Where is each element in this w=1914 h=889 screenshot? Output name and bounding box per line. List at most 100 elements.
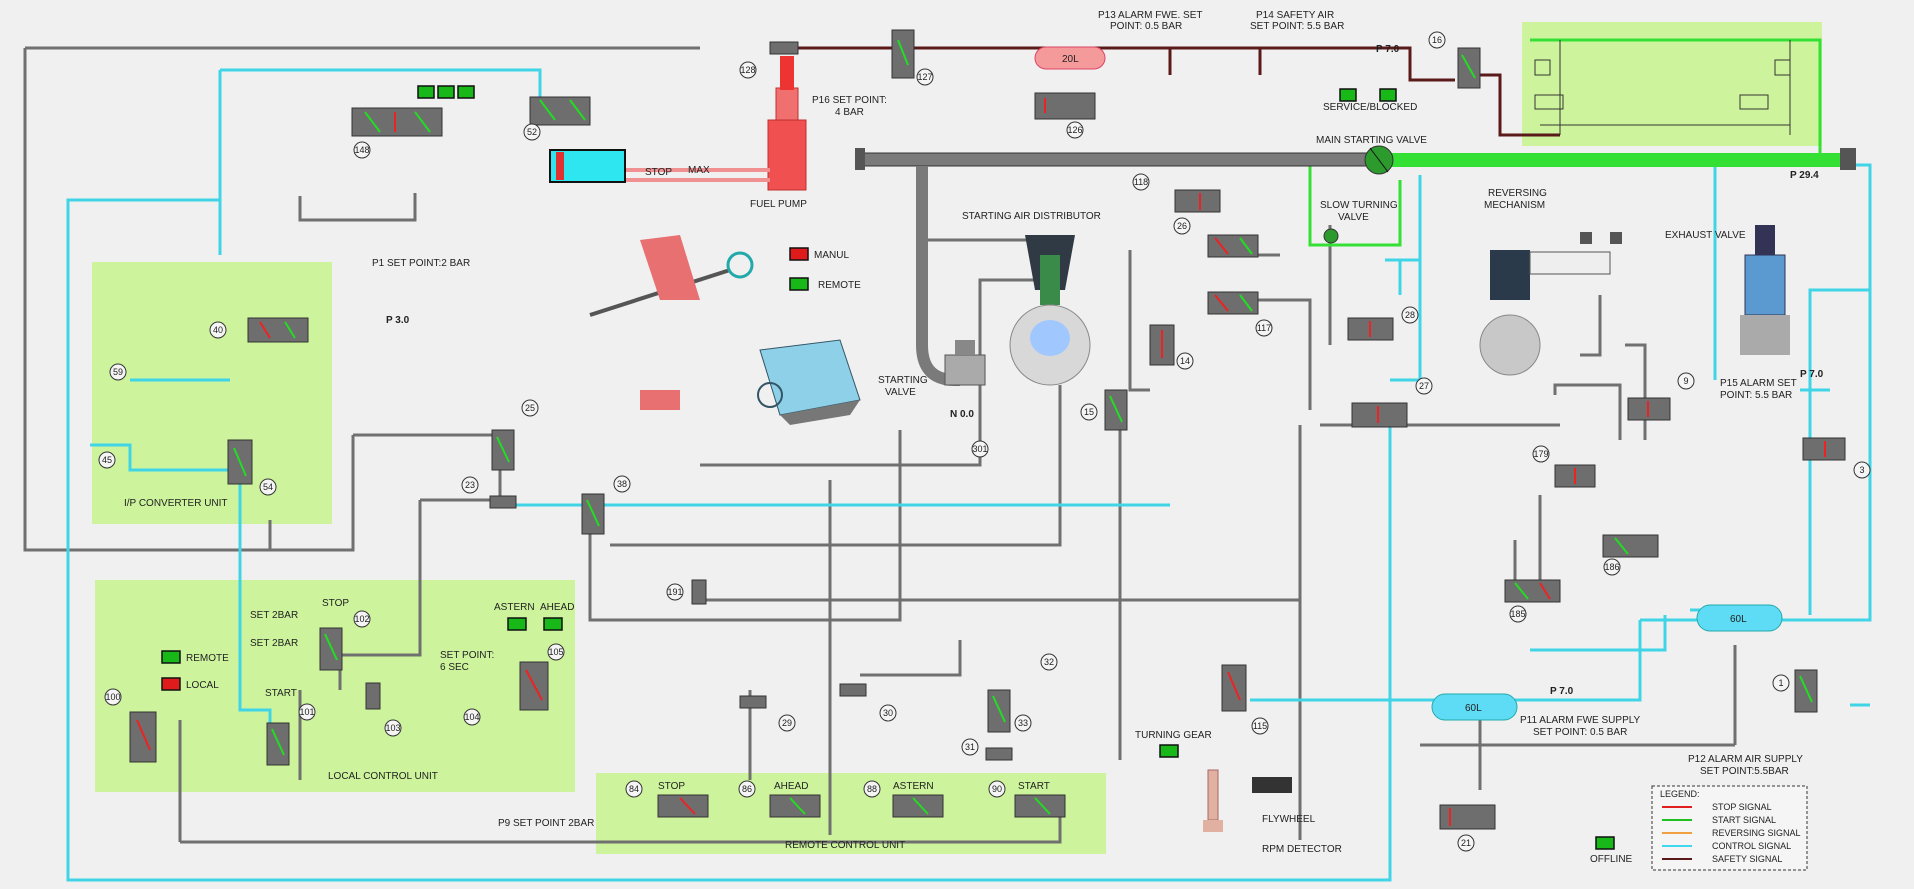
starting-valve[interactable] <box>944 340 986 386</box>
valve-25[interactable] <box>491 429 515 471</box>
main-starting-valve[interactable] <box>1364 145 1394 175</box>
tag-90: 90 <box>988 780 1006 798</box>
svg-text:52: 52 <box>527 127 537 137</box>
p30-label: P 3.0 <box>386 315 410 326</box>
tag-84: 84 <box>625 780 643 798</box>
ahead-label: AHEAD <box>540 602 574 613</box>
p9-label: P9 SET POINT 2BAR <box>498 818 594 829</box>
valve-128[interactable] <box>769 41 799 55</box>
lamp-offline <box>1595 836 1615 850</box>
actuator-cylinder[interactable] <box>549 149 626 183</box>
tag-9: 9 <box>1677 372 1695 390</box>
n00-label: N 0.0 <box>950 409 974 420</box>
legend-label-3: CONTROL SIGNAL <box>1712 841 1791 851</box>
valve-54[interactable] <box>227 439 253 485</box>
valves <box>129 29 1846 830</box>
valve-28[interactable] <box>1347 317 1394 341</box>
valve-115[interactable] <box>1221 664 1247 712</box>
tag-128: 128 <box>739 61 757 79</box>
p7-bottom-label: P 7.0 <box>1550 686 1574 697</box>
component-tags: 128 127 126 16 148 52 118 26 40 59 45 54… <box>98 31 1871 852</box>
valve-103[interactable] <box>365 682 381 710</box>
tag-28: 28 <box>1401 306 1419 324</box>
valve-191[interactable] <box>691 579 707 605</box>
svg-text:14: 14 <box>1180 356 1190 366</box>
valve-86[interactable] <box>769 794 821 818</box>
p13-label: P13 ALARM FWE. SET <box>1098 10 1202 21</box>
svg-text:101: 101 <box>299 707 314 717</box>
set-point-label-b: 6 SEC <box>440 662 469 673</box>
local-control-title: LOCAL CONTROL UNIT <box>328 771 438 782</box>
valve-38[interactable] <box>581 493 605 535</box>
valve-100[interactable] <box>129 711 157 763</box>
reversing-label: REVERSING <box>1488 188 1547 199</box>
svg-text:31: 31 <box>965 742 975 752</box>
valve-9[interactable] <box>1627 397 1671 421</box>
valve-14[interactable] <box>1149 324 1175 366</box>
svg-text:29: 29 <box>782 718 792 728</box>
tag-148: 148 <box>353 141 371 159</box>
rc-ahead-label: AHEAD <box>774 781 808 792</box>
svg-text:27: 27 <box>1419 381 1429 391</box>
svg-text:102: 102 <box>354 614 369 624</box>
slow-turning-valve[interactable] <box>1323 228 1339 244</box>
svg-text:26: 26 <box>1177 221 1187 231</box>
lamp-remote <box>789 277 809 291</box>
svg-text:38: 38 <box>617 479 627 489</box>
valve-26[interactable] <box>1174 189 1221 213</box>
lamp-top-1 <box>417 85 435 99</box>
tag-185: 185 <box>1509 605 1527 623</box>
svg-text:128: 128 <box>740 65 755 75</box>
local-lc-label: LOCAL <box>186 680 219 691</box>
lamp-top-2 <box>437 85 455 99</box>
valve-105[interactable] <box>519 661 549 711</box>
valve-52[interactable] <box>529 96 591 126</box>
svg-text:9: 9 <box>1683 376 1688 386</box>
tag-191: 191 <box>666 583 684 601</box>
remote-lc-label: REMOTE <box>186 653 229 664</box>
valve-185[interactable] <box>1504 579 1561 603</box>
valve-29[interactable] <box>739 695 767 709</box>
astern-label: ASTERN <box>494 602 535 613</box>
valve-21[interactable] <box>1439 804 1496 830</box>
valve-117[interactable] <box>1207 291 1259 315</box>
tag-38: 38 <box>613 475 631 493</box>
svg-text:185: 185 <box>1510 609 1525 619</box>
svg-text:33: 33 <box>1018 718 1028 728</box>
valve-148[interactable] <box>351 107 443 137</box>
rc-stop-label: STOP <box>658 781 685 792</box>
tag-16: 16 <box>1428 31 1446 49</box>
tag-3: 3 <box>1853 461 1871 479</box>
stop-label: STOP <box>645 167 672 178</box>
valve-30[interactable] <box>839 683 867 697</box>
valve-31[interactable] <box>985 747 1013 761</box>
valve-33[interactable] <box>987 689 1011 733</box>
valve-upper-1[interactable] <box>1207 234 1259 258</box>
valve-16[interactable] <box>1457 47 1481 89</box>
valve-102[interactable] <box>319 627 343 671</box>
p7-top-label: P 7.0 <box>1376 44 1400 55</box>
lamp-blocked <box>1379 88 1397 102</box>
valve-90[interactable] <box>1014 794 1066 818</box>
valve-88[interactable] <box>892 794 944 818</box>
valve-1[interactable] <box>1794 669 1818 713</box>
fuel-pump[interactable] <box>767 56 807 191</box>
valve-101[interactable] <box>266 722 290 766</box>
svg-text:148: 148 <box>354 145 369 155</box>
valve-84[interactable] <box>657 794 709 818</box>
ip-converter-zone <box>92 262 332 524</box>
reversing-mechanism <box>1479 232 1622 376</box>
valve-27[interactable] <box>1351 402 1408 428</box>
reversing-label-b: MECHANISM <box>1484 200 1545 211</box>
valve-186[interactable] <box>1602 534 1659 558</box>
valve-126[interactable] <box>1034 92 1096 120</box>
valve-3[interactable] <box>1802 437 1846 461</box>
valve-127[interactable] <box>891 29 915 79</box>
valve-23[interactable] <box>489 495 517 509</box>
valve-40[interactable] <box>247 317 309 343</box>
valve-179[interactable] <box>1554 464 1596 488</box>
svg-text:118: 118 <box>1134 177 1148 187</box>
valve-15[interactable] <box>1104 389 1128 431</box>
svg-text:105: 105 <box>548 647 563 657</box>
tank-60l-b-label: 60L <box>1465 703 1482 714</box>
